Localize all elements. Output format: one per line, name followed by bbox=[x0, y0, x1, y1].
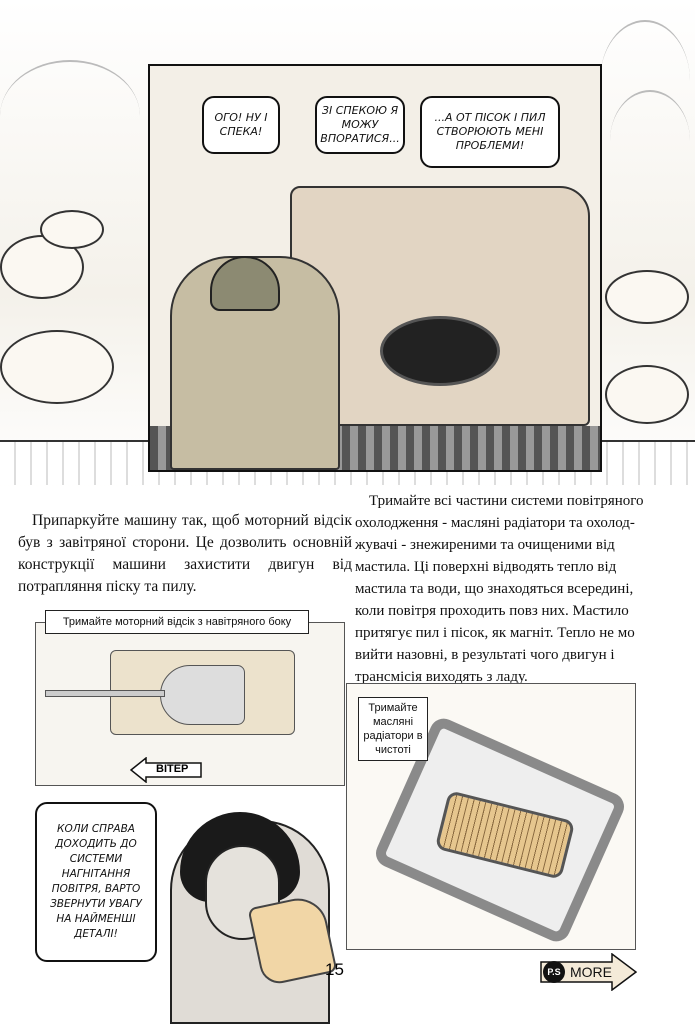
radiator-caption: Тримайте масляні радіатори в чистоті bbox=[358, 697, 428, 761]
more-button[interactable]: P.S MORE bbox=[540, 953, 637, 991]
right-paragraph: Тримайте всі частини системи повітряного… bbox=[355, 490, 693, 688]
tank-gun bbox=[45, 690, 165, 697]
tank-turret bbox=[160, 665, 245, 725]
speech-bubble-woman: Коли справа доходить до системи нагнітан… bbox=[35, 802, 157, 962]
speech-bubble-vehicle-2: ...А от пісок і пил створюють мені пробл… bbox=[420, 96, 560, 168]
soldier-helmet bbox=[210, 256, 280, 311]
page-number: 15 bbox=[325, 960, 344, 979]
wind-label: ВІТЕР bbox=[156, 763, 189, 775]
paragraph-line: охолодження - масляні радіатори та охоло… bbox=[355, 515, 635, 531]
wind-arrow: ВІТЕР bbox=[130, 757, 202, 783]
paragraph-line: трансмісія виходять з ладу. bbox=[355, 669, 528, 685]
speech-bubble-soldier: Ого! Ну і спека! bbox=[202, 96, 280, 154]
dust-cloud bbox=[605, 365, 689, 424]
paragraph-line: жувачі - знежиреними та очищеними від bbox=[355, 537, 615, 553]
vehicle-mouth bbox=[380, 316, 500, 386]
tank-diagram-caption: Тримайте моторний відсік з навітряного б… bbox=[45, 610, 309, 634]
speech-bubble-vehicle-1: Зі спекою я можу впоратися... bbox=[315, 96, 405, 154]
paragraph-line: Тримайте всі частини системи повітряного bbox=[369, 493, 644, 509]
left-paragraph: Припаркуйте машину так, щоб моторний від… bbox=[18, 512, 352, 595]
paragraph-line: мастила та води, що знаходяться всередин… bbox=[355, 581, 634, 597]
dust-cloud bbox=[40, 210, 104, 249]
dust-cloud bbox=[0, 330, 114, 404]
more-label: MORE bbox=[570, 964, 612, 980]
paragraph-line: мастила. Ці поверхні відводять тепло від bbox=[355, 559, 617, 575]
paragraph-line: коли повітря проходить повз них. Мастило bbox=[355, 603, 629, 619]
dust-cloud bbox=[605, 270, 689, 324]
wind-streak bbox=[610, 90, 690, 192]
paragraph-line: вийти назовні, в результаті чого двигун … bbox=[355, 647, 615, 663]
wind-streak bbox=[0, 60, 140, 172]
apc-vehicle bbox=[290, 186, 590, 426]
ps-badge-icon: P.S bbox=[543, 961, 565, 983]
paragraph-line: притягує пил і пісок, як магніт. Тепло н… bbox=[355, 625, 635, 641]
wind-streak bbox=[600, 20, 690, 142]
